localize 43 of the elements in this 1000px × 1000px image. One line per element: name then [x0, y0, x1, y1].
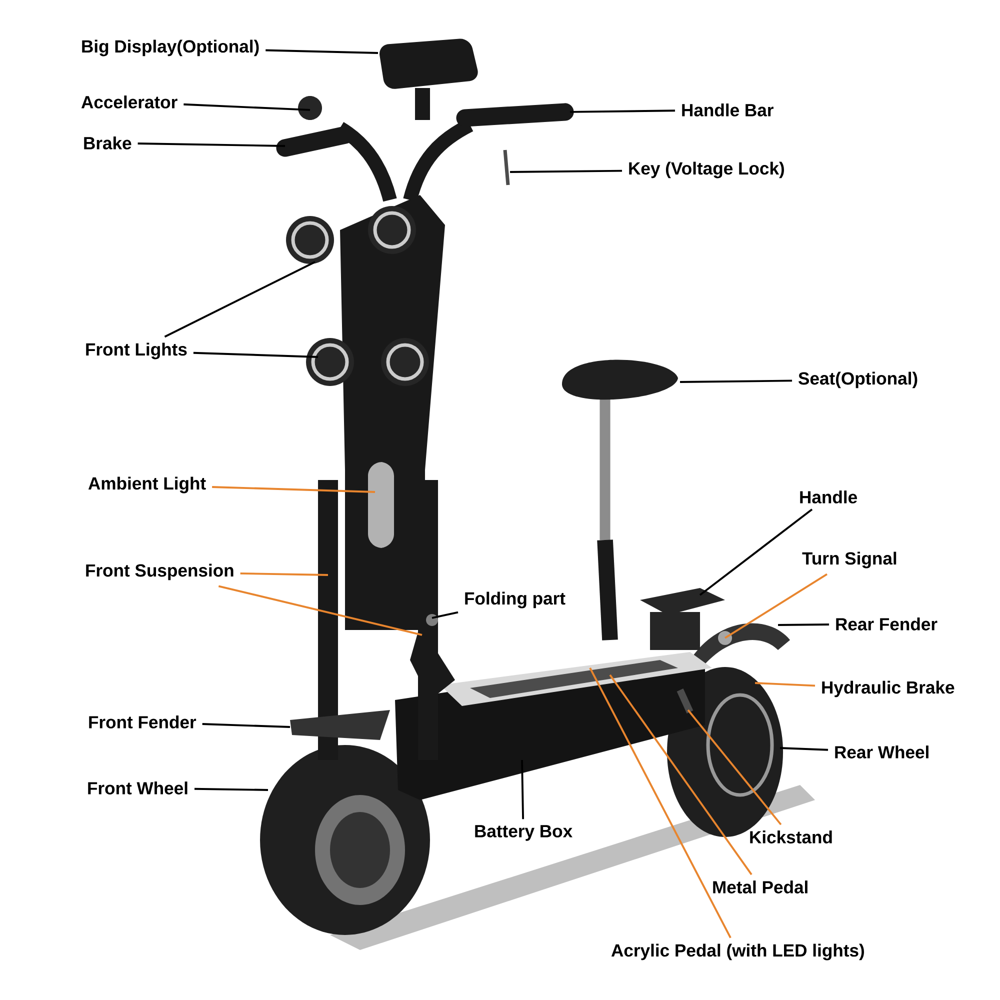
- leader-line: [194, 788, 268, 791]
- leader-line: [202, 723, 290, 728]
- part-label: Big Display(Optional): [82, 40, 259, 56]
- part-label: Folding part: [465, 592, 566, 608]
- leader-line: [184, 103, 310, 111]
- leader-line: [754, 682, 816, 687]
- part-label: Rear Wheel: [835, 746, 928, 758]
- part-label: Front Lights: [86, 342, 187, 360]
- leader-line: [724, 573, 828, 639]
- part-label: Seat(Optional): [798, 372, 918, 388]
- part-label: Front Wheel: [88, 782, 188, 794]
- part-label: Accelerator: [81, 96, 178, 108]
- leader-line: [589, 668, 732, 938]
- part-label: Metal Pedal: [713, 880, 808, 894]
- part-label: Turn Signal: [802, 552, 896, 568]
- leader-line: [699, 508, 813, 596]
- part-label: Brake: [84, 136, 132, 150]
- leader-line: [266, 49, 378, 54]
- leader-line: [778, 624, 830, 626]
- leader-line: [138, 142, 286, 147]
- leader-line: [164, 261, 316, 338]
- part-label: Battery Box: [475, 825, 572, 841]
- leader-line: [193, 352, 318, 358]
- leader-line: [240, 572, 328, 576]
- leader-line: [780, 747, 828, 751]
- leader-line: [510, 170, 622, 173]
- part-label: Kickstand: [750, 830, 832, 844]
- part-label: Ambient Light: [88, 476, 206, 494]
- part-label: Rear Fender: [836, 618, 938, 630]
- part-label: Handle Bar: [682, 104, 774, 116]
- part-label: Handle: [800, 490, 858, 504]
- leader-line: [609, 674, 752, 876]
- leader-line: [680, 380, 792, 383]
- part-label: Acrylic Pedal (with LED lights): [611, 944, 864, 960]
- leader-line: [212, 486, 376, 493]
- leader-line: [570, 110, 676, 113]
- leader-line: [218, 585, 422, 636]
- part-label: Key (Voltage Lock): [629, 162, 784, 178]
- leader-line: [521, 760, 524, 820]
- leader-line: [432, 611, 458, 619]
- part-label: Hydraulic Brake: [822, 680, 954, 698]
- part-label: Front Fender: [89, 716, 196, 728]
- part-label: Front Suspension: [86, 564, 234, 580]
